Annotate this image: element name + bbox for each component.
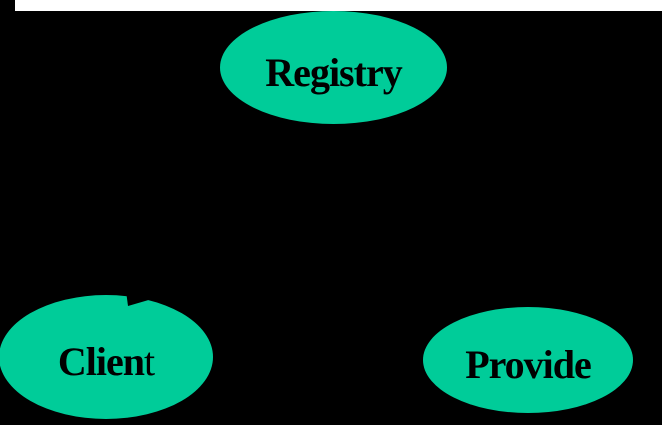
node-registry: Registry: [220, 11, 447, 124]
node-client: Client: [0, 295, 213, 419]
node-client-label-tail: t: [144, 339, 155, 384]
node-registry-label: Registry: [265, 49, 402, 95]
node-provide-label: Provide: [465, 342, 592, 387]
top-white-strip: [15, 0, 662, 11]
node-provide: Provide: [423, 307, 633, 413]
node-client-label-main: Clien: [57, 339, 145, 384]
arrowhead-notch-icon: [126, 291, 152, 306]
node-client-label: Client: [57, 339, 155, 384]
